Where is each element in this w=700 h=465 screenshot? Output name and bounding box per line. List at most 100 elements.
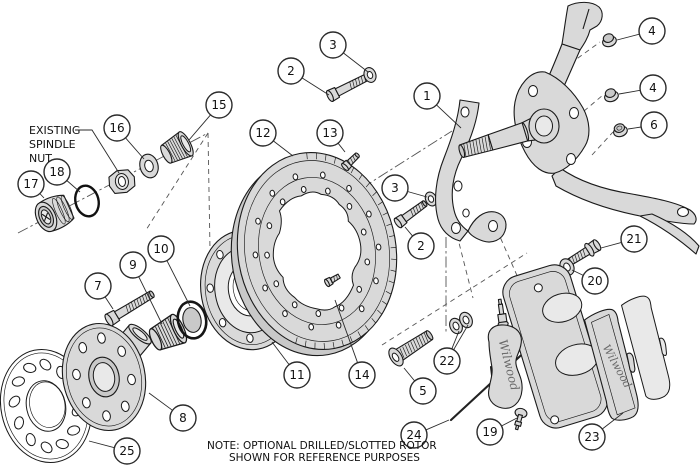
thread-tick — [579, 251, 583, 259]
bearing-rib — [155, 326, 166, 348]
thread-tick — [484, 136, 488, 151]
bearing-rib — [173, 136, 186, 158]
callout-balloon-18 — [43, 158, 71, 186]
thread-tick — [413, 339, 418, 350]
spindle-stud-nut-b — [604, 88, 619, 103]
countersunk-bolt-drawing — [388, 330, 434, 367]
vane-tick — [364, 325, 369, 331]
thread-tick — [415, 337, 421, 348]
callout-number: 1 — [423, 89, 431, 103]
thread-tick — [582, 249, 586, 257]
leader-line — [148, 392, 173, 411]
leader-line — [104, 296, 114, 310]
callout-balloon-6 — [640, 111, 668, 139]
vane-tick — [358, 174, 363, 180]
vane-tick — [382, 212, 388, 216]
leader-line — [138, 276, 163, 325]
hole — [335, 321, 342, 329]
hole — [308, 323, 315, 331]
spindle-washer-drawing — [139, 153, 159, 179]
bleed-screw-top — [497, 298, 509, 328]
spindle-stud-nut-a — [602, 33, 617, 48]
hole — [346, 202, 353, 210]
vane-tick — [341, 339, 344, 347]
hole — [102, 410, 111, 422]
callout-number: 2 — [287, 64, 295, 78]
spindle-nut-drawing — [108, 169, 136, 194]
thread-tick — [415, 205, 419, 213]
vane-tick — [333, 157, 336, 164]
shim-washer-b — [459, 311, 473, 329]
callout-number: 8 — [179, 411, 187, 425]
hole — [266, 222, 273, 230]
caliper-drawing: Wilwood — [487, 264, 609, 431]
callout-balloon-8 — [169, 404, 197, 432]
vane-tick — [332, 342, 335, 349]
callout-balloon-16 — [103, 114, 131, 142]
hole — [8, 395, 21, 408]
thread-tick — [399, 348, 405, 358]
thread-tick — [463, 143, 467, 158]
grease-seal-drawing — [176, 300, 208, 340]
rotor-register-bolt-drawing — [324, 273, 341, 288]
bracket-bolt-lower-drawing — [393, 200, 428, 229]
vane-tick — [350, 167, 355, 174]
bolt-threads — [125, 292, 151, 313]
leader-line — [271, 341, 290, 365]
thread-tick — [136, 298, 140, 307]
leader-line — [125, 137, 145, 160]
vane-tick — [325, 154, 327, 161]
hole — [262, 284, 268, 292]
bolt-threads — [410, 202, 424, 217]
thread-tick — [349, 81, 352, 90]
hole — [14, 416, 25, 430]
callout-number: 16 — [109, 121, 124, 135]
callout-balloon-4 — [638, 17, 666, 45]
vane-tick — [371, 318, 376, 324]
callout-number: 7 — [94, 279, 102, 293]
vane-tick — [377, 201, 383, 206]
leader-line — [273, 140, 294, 157]
thread-tick — [469, 141, 473, 156]
callout-balloon-13 — [316, 119, 344, 147]
thread-tick — [418, 336, 424, 346]
thread-tick — [412, 207, 417, 215]
o-ring-drawing — [74, 184, 100, 218]
leader-line — [88, 440, 115, 449]
callout-balloon-25 — [113, 437, 141, 465]
thread-tick — [352, 155, 356, 162]
thread-tick — [128, 303, 132, 312]
hub-bolt-drawing — [104, 290, 155, 327]
shim-washer-a — [449, 317, 463, 335]
thread-tick — [487, 135, 491, 150]
callout-balloon-9 — [119, 251, 147, 279]
leader-line — [334, 299, 359, 363]
callout-balloon-2 — [277, 57, 305, 85]
bracket-bolt-upper-drawing — [325, 73, 371, 103]
hole — [364, 258, 371, 266]
thread-tick — [333, 276, 336, 282]
vane-tick — [377, 309, 383, 315]
leader-line — [407, 191, 428, 198]
callout-balloon-10 — [147, 235, 175, 263]
callout-balloon-19 — [476, 418, 504, 446]
hole — [81, 397, 91, 409]
bracket-washer-lower-drawing — [424, 191, 438, 207]
callout-balloon-20 — [581, 267, 609, 295]
callout-balloon-12 — [249, 119, 277, 147]
hole — [360, 228, 367, 236]
hole — [338, 304, 345, 312]
vane-tick — [385, 291, 392, 295]
leader-line — [618, 89, 641, 95]
thread-tick — [405, 344, 410, 355]
callout-number: 20 — [587, 274, 602, 288]
vane-tick — [304, 340, 307, 347]
vane-tick — [357, 331, 362, 338]
callout-balloon-3 — [319, 31, 347, 59]
callout-number: 14 — [354, 368, 369, 382]
hole — [346, 184, 352, 192]
